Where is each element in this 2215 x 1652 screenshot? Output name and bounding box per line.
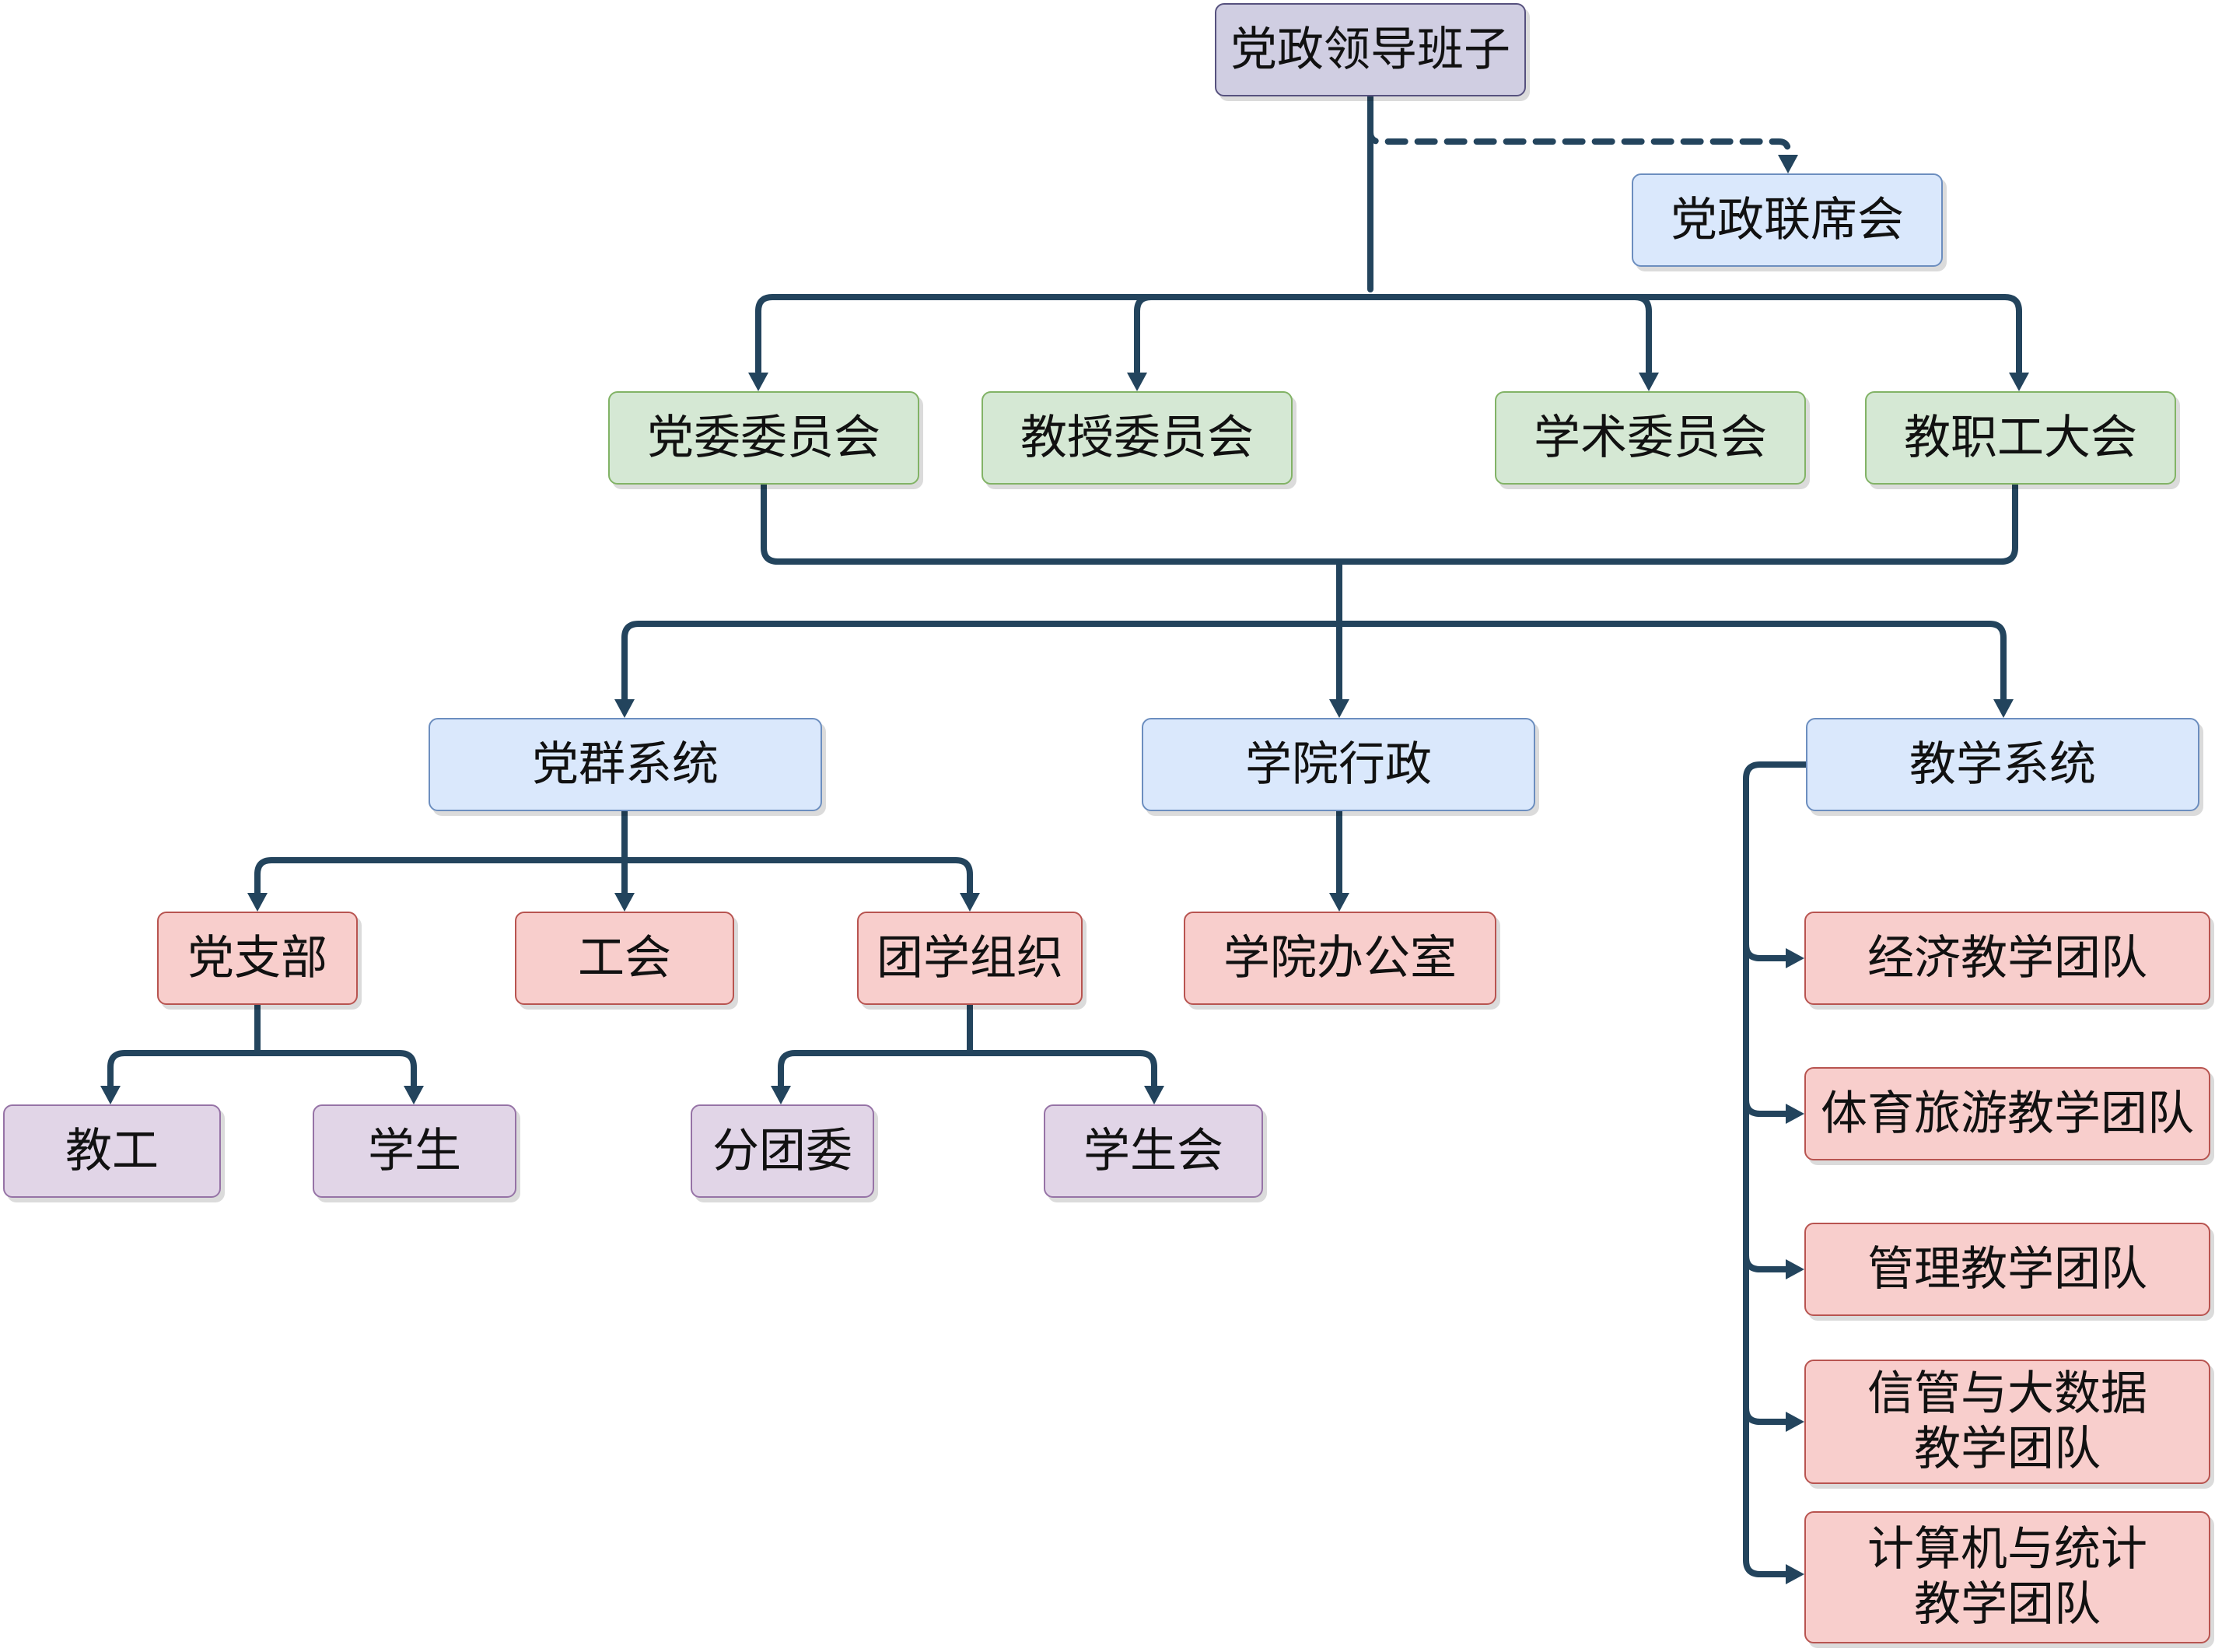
edge-branch-bus — [107, 1050, 417, 1090]
edge-youth-bus — [778, 1050, 1157, 1090]
arrow-teaching-team-2 — [1786, 1259, 1804, 1279]
node-label: 党政领导班子 — [1230, 22, 1510, 77]
node-label: 分团委 — [712, 1123, 852, 1178]
node-joint-meeting: 党政联席会 — [1632, 173, 1943, 267]
node-party-mass-system: 党群系统 — [429, 718, 822, 811]
node-label: 体育旅游教学团队 — [1821, 1086, 2194, 1141]
arrow-faculty — [100, 1086, 121, 1104]
arrow-party-committee — [748, 373, 768, 391]
node-academic-committee: 学术委员会 — [1495, 391, 1806, 485]
edge-teaching-team-1 — [1743, 1097, 1792, 1117]
edge-level1-bus — [755, 294, 2022, 375]
edge-teaching-team-2 — [1743, 1252, 1792, 1272]
node-staff-congress: 教职工大会 — [1865, 391, 2176, 485]
node-label: 管理教学团队 — [1867, 1241, 2147, 1297]
node-party-committee: 党委委员会 — [608, 391, 919, 485]
node-label: 学生 — [368, 1123, 461, 1178]
node-label: 教学系统 — [1909, 737, 2096, 792]
node-computer-stats-team: 计算机与统计 教学团队 — [1804, 1511, 2210, 1643]
arrow-teaching-team-3 — [1786, 1412, 1804, 1432]
node-label: 学生会 — [1083, 1123, 1223, 1178]
node-union: 工会 — [515, 912, 734, 1005]
arrow-union — [614, 893, 635, 912]
arrow-students — [404, 1086, 424, 1104]
node-label: 党政联席会 — [1671, 192, 1904, 247]
edge-teaching-spine — [1743, 761, 1809, 1577]
node-management-team: 管理教学团队 — [1804, 1223, 2210, 1316]
edge-to-academic — [1632, 294, 1652, 375]
arrow-professor-committee — [1127, 373, 1147, 391]
node-label: 团学组织 — [877, 930, 1063, 985]
arrow-joint-meeting — [1778, 155, 1798, 173]
arrow-college-admin — [1329, 699, 1349, 718]
node-youth-league-sub: 分团委 — [691, 1104, 874, 1198]
node-college-office: 学院办公室 — [1184, 912, 1496, 1005]
edge-teaching-team-0 — [1743, 941, 1792, 961]
node-label: 经济教学团队 — [1867, 930, 2147, 985]
node-label: 学院办公室 — [1223, 930, 1457, 985]
node-label: 教授委员会 — [1020, 410, 1254, 465]
node-label: 党支部 — [187, 930, 327, 985]
node-sports-tourism-team: 体育旅游教学团队 — [1804, 1067, 2210, 1160]
arrow-student-union — [1144, 1086, 1164, 1104]
edge-teaching-team-3 — [1743, 1405, 1792, 1425]
node-party-branch: 党支部 — [157, 912, 358, 1005]
node-label: 学院行政 — [1245, 737, 1432, 792]
arrow-teaching-team-1 — [1786, 1104, 1804, 1124]
arrow-youth-league-sub — [771, 1086, 791, 1104]
arrow-college-office — [1329, 893, 1349, 912]
arrow-academic-committee — [1639, 373, 1659, 391]
edge-level1-merge — [761, 481, 2018, 565]
arrow-party-branch — [247, 893, 268, 912]
node-label: 工会 — [578, 930, 671, 985]
node-label: 信管与大数据 教学团队 — [1867, 1367, 2147, 1476]
arrow-youth-org — [960, 893, 980, 912]
node-label: 学术委员会 — [1534, 410, 1767, 465]
edge-party-mass-bus — [254, 857, 973, 898]
node-faculty: 教工 — [3, 1104, 221, 1198]
node-teaching-system: 教学系统 — [1806, 718, 2199, 811]
arrow-staff-congress — [2009, 373, 2029, 391]
node-students: 学生 — [313, 1104, 516, 1198]
node-econ-team: 经济教学团队 — [1804, 912, 2210, 1005]
arrow-teaching-system — [1993, 699, 2014, 718]
node-youth-org: 团学组织 — [857, 912, 1083, 1005]
node-student-union: 学生会 — [1044, 1104, 1263, 1198]
node-professor-committee: 教授委员会 — [982, 391, 1293, 485]
arrow-teaching-team-4 — [1786, 1564, 1804, 1584]
edge-to-professor — [1134, 294, 1154, 375]
edge-level2-bus — [621, 621, 2007, 703]
node-college-admin: 学院行政 — [1142, 718, 1535, 811]
node-label: 教工 — [65, 1123, 159, 1178]
edge-dashed-joint-meeting — [1367, 93, 1791, 159]
node-label: 党委委员会 — [647, 410, 880, 465]
node-info-bigdata-team: 信管与大数据 教学团队 — [1804, 1360, 2210, 1484]
arrow-teaching-team-0 — [1786, 948, 1804, 968]
node-label: 党群系统 — [532, 737, 719, 792]
node-leadership: 党政领导班子 — [1215, 3, 1526, 96]
node-label: 教职工大会 — [1904, 410, 2137, 465]
arrow-party-mass-system — [614, 699, 635, 718]
node-label: 计算机与统计 教学团队 — [1867, 1522, 2147, 1632]
